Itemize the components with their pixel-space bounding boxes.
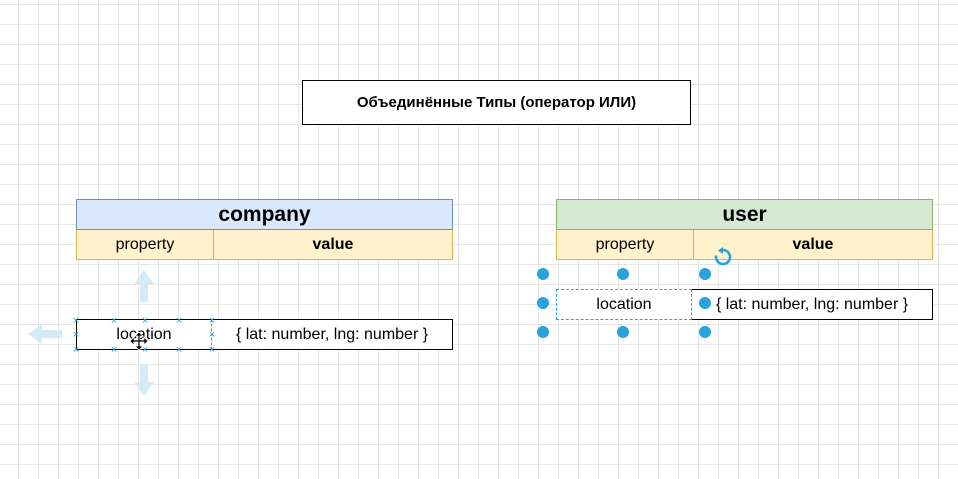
x-handle[interactable]: ×: [141, 344, 149, 356]
company-value-header: value: [312, 235, 354, 253]
company-table-name: company: [218, 202, 311, 226]
user-property-header: property: [557, 230, 694, 259]
move-arrow-icon: [28, 270, 154, 396]
x-handle[interactable]: ×: [110, 344, 118, 356]
company-location-value[interactable]: { lat: number, lng: number }: [212, 319, 453, 350]
resize-handle[interactable]: [617, 326, 629, 338]
x-handle[interactable]: ×: [175, 315, 183, 327]
x-handle[interactable]: ×: [141, 315, 149, 327]
resize-handle[interactable]: [699, 268, 711, 280]
move-arrows[interactable]: [26, 266, 266, 400]
diagram-title[interactable]: Объединённые Типы (оператор ИЛИ): [302, 80, 691, 125]
user-table-name: user: [722, 202, 767, 226]
company-columns-row[interactable]: property value: [76, 230, 453, 260]
company-location-property[interactable]: location: [76, 319, 212, 350]
x-handle[interactable]: ×: [208, 315, 216, 327]
x-handle[interactable]: ×: [175, 344, 183, 356]
company-table-header[interactable]: company: [76, 199, 453, 230]
user-columns-row[interactable]: property value: [556, 230, 933, 260]
rotate-icon[interactable]: [713, 247, 733, 267]
x-handle[interactable]: ×: [208, 344, 216, 356]
x-handle[interactable]: ×: [72, 315, 80, 327]
move-cursor-icon: [130, 332, 148, 350]
x-handle[interactable]: ×: [110, 315, 118, 327]
resize-handle[interactable]: [699, 297, 711, 309]
user-location-property[interactable]: location: [556, 289, 692, 320]
company-property-header: property: [77, 230, 214, 259]
x-handle[interactable]: ×: [72, 329, 80, 341]
user-value-header: value: [792, 235, 834, 253]
x-handle[interactable]: ×: [208, 329, 216, 341]
user-location-row[interactable]: location { lat: number, lng: number }: [556, 289, 933, 320]
resize-handle[interactable]: [617, 268, 629, 280]
resize-handle[interactable]: [537, 326, 549, 338]
x-handle[interactable]: ×: [72, 344, 80, 356]
resize-handle[interactable]: [537, 297, 549, 309]
resize-handle[interactable]: [699, 326, 711, 338]
user-table-header[interactable]: user: [556, 199, 933, 230]
user-location-value[interactable]: { lat: number, lng: number }: [692, 289, 933, 320]
resize-handle[interactable]: [537, 268, 549, 280]
diagram-title-text: Объединённые Типы (оператор ИЛИ): [356, 94, 637, 111]
